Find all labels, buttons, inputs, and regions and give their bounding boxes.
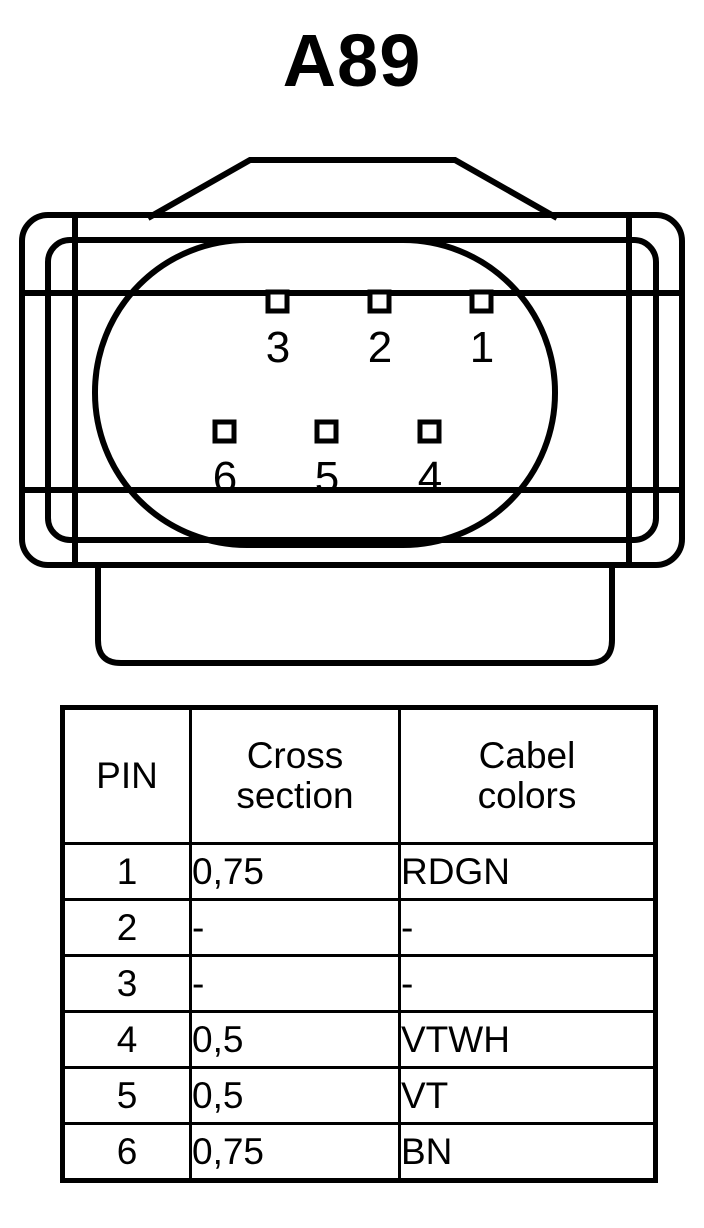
- connector-top-latch: [146, 157, 559, 221]
- cell-pin: 3: [61, 954, 192, 1013]
- pin-label-6: 6: [213, 453, 237, 502]
- table-row: 6 0,75 BN: [61, 1122, 657, 1182]
- cell-cross-section: 0,75: [189, 842, 401, 901]
- cell-cable-color: VT: [398, 1066, 657, 1125]
- pin-socket-6: [212, 419, 237, 444]
- table-row: 1 0,75 RDGN: [61, 842, 657, 901]
- header-cross-section: Cross section: [189, 706, 401, 845]
- table-row: 4 0,5 VTWH: [61, 1010, 657, 1069]
- cell-cross-section: -: [189, 898, 401, 957]
- pin-socket-5: [314, 419, 339, 444]
- cell-pin: 6: [61, 1122, 192, 1182]
- pin-label-4: 4: [418, 453, 442, 502]
- pin-assignment-table: PIN Cross section Cabel colors 1 0,75: [60, 705, 658, 1183]
- cell-pin: 2: [61, 898, 192, 957]
- table-row: 5 0,5 VT: [61, 1066, 657, 1125]
- header-pin: PIN: [61, 706, 192, 845]
- pin-label-2: 2: [368, 323, 392, 372]
- cell-cross-section: 0,75: [189, 1122, 401, 1182]
- cell-cable-color: RDGN: [398, 842, 657, 901]
- cell-cross-section: -: [189, 954, 401, 1013]
- page-title: A89: [282, 19, 422, 102]
- table-header-row: PIN Cross section Cabel colors: [61, 706, 657, 845]
- pin-label-5: 5: [315, 453, 339, 502]
- connector-bottom-tab: [95, 565, 615, 666]
- cell-cable-color: VTWH: [398, 1010, 657, 1069]
- pin-socket-3: [265, 289, 290, 314]
- connector-outer-shell: [19, 212, 685, 568]
- cell-pin: 1: [61, 842, 192, 901]
- pin-label-3: 3: [266, 323, 290, 372]
- cell-pin: 4: [61, 1010, 192, 1069]
- cell-cross-section: 0,5: [189, 1066, 401, 1125]
- cell-cable-color: -: [398, 898, 657, 957]
- header-cable-colors: Cabel colors: [398, 706, 657, 845]
- header-cross-section-line1: Cross: [246, 735, 344, 777]
- pin-label-1: 1: [470, 323, 494, 372]
- header-cable-colors-line1: Cabel: [478, 735, 576, 777]
- table-row: 3 - -: [61, 954, 657, 1013]
- cell-cable-color: BN: [398, 1122, 657, 1182]
- pin-socket-2: [367, 289, 392, 314]
- connector-oval-cavity: [92, 237, 558, 548]
- connector-diagram: 3 2 1 6 5 4: [19, 157, 685, 666]
- pin-socket-1: [469, 289, 494, 314]
- cell-cable-color: -: [398, 954, 657, 1013]
- cell-cross-section: 0,5: [189, 1010, 401, 1069]
- header-cross-section-line2: section: [236, 775, 354, 816]
- pin-table-container: PIN Cross section Cabel colors 1 0,75: [60, 705, 658, 1183]
- cell-pin: 5: [61, 1066, 192, 1125]
- header-pin-label: PIN: [96, 755, 158, 797]
- pin-socket-4: [417, 419, 442, 444]
- header-cable-colors-line2: colors: [477, 775, 577, 816]
- table-row: 2 - -: [61, 898, 657, 957]
